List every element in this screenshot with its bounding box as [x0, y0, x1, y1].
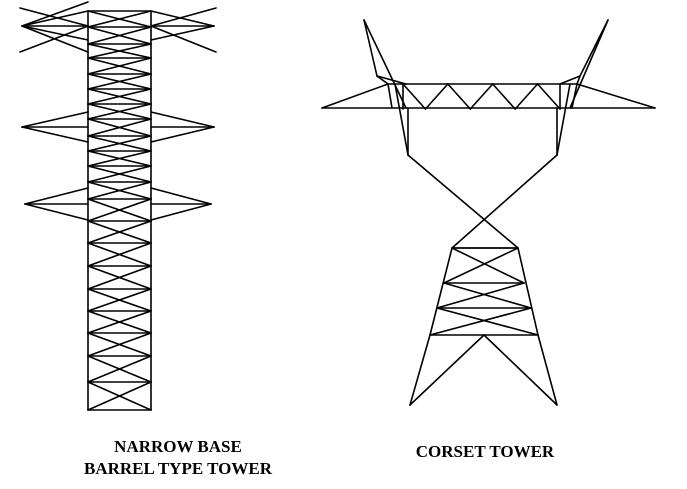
barrel-type-tower-drawing	[19, 1, 217, 411]
corset-tower-arm	[576, 83, 656, 109]
corset-tower-beam-web	[447, 83, 472, 110]
corset-tower-peak	[576, 75, 581, 85]
barrel-tower-top-arm	[150, 25, 217, 53]
barrel-tower-top-arm	[19, 25, 89, 53]
corset-tower-leg	[429, 247, 453, 336]
barrel-tower-brace	[87, 10, 152, 28]
corset-tower-waist	[451, 154, 558, 249]
barrel-tower-brace	[87, 57, 152, 75]
barrel-tower-brace	[87, 220, 152, 244]
corset-tower-waist	[407, 154, 519, 249]
corset-tower-beam-web	[491, 83, 516, 110]
corset-tower-foot	[409, 334, 431, 406]
corset-tower-column	[394, 83, 409, 156]
barrel-tower-top-arm	[150, 7, 217, 27]
corset-tower-peak	[363, 19, 378, 77]
barrel-tower-brace	[87, 288, 152, 312]
corset-tower-brace	[451, 247, 525, 284]
corset-tower-peak	[376, 75, 389, 85]
barrel-tower-brace	[87, 332, 152, 357]
barrel-tower-top-arm	[21, 25, 89, 41]
barrel-tower-brace	[87, 181, 152, 200]
corset-tower-peak	[559, 75, 581, 85]
barrel-tower-brace	[87, 26, 152, 45]
barrel-tower-caption-line-2: BARREL TYPE TOWER	[83, 459, 272, 478]
barrel-tower-brace	[87, 118, 152, 137]
barrel-tower-top-arm	[150, 25, 215, 41]
barrel-tower-brace	[87, 198, 152, 222]
corset-tower-peak	[569, 19, 609, 109]
corset-tower-beam-web	[514, 83, 539, 110]
corset-tower-drawing	[321, 19, 656, 406]
barrel-tower-lower-arm	[24, 203, 89, 221]
barrel-tower-caption: NARROW BASE BARREL TYPE TOWER	[78, 436, 278, 480]
corset-tower-beam-web	[402, 83, 427, 110]
corset-tower-caption-line-1: CORSET TOWER	[415, 442, 555, 461]
barrel-tower-top-arm	[19, 7, 89, 27]
barrel-tower-brace	[87, 381, 152, 411]
barrel-tower-middle-arm	[21, 126, 89, 143]
barrel-tower-brace	[87, 135, 152, 152]
corset-tower-brace	[436, 282, 525, 309]
corset-tower-foot	[483, 334, 558, 406]
barrel-tower-brace	[87, 265, 152, 290]
corset-tower-beam-web	[424, 83, 449, 110]
corset-tower-brace	[443, 282, 532, 309]
corset-tower-foot	[537, 334, 558, 406]
corset-tower-beam-web	[536, 83, 561, 110]
barrel-tower-brace	[87, 310, 152, 334]
barrel-tower-middle-arm	[21, 111, 89, 128]
barrel-tower-brace	[87, 165, 152, 183]
barrel-tower-brace	[87, 150, 152, 167]
corset-tower-brace	[436, 307, 539, 336]
barrel-tower-top-arm	[21, 1, 89, 27]
corset-tower-arm	[321, 83, 389, 109]
barrel-tower-lower-arm	[150, 187, 212, 205]
barrel-tower-top-arm	[150, 10, 215, 27]
corset-tower-foot	[409, 334, 485, 406]
corset-tower-caption: CORSET TOWER	[390, 441, 580, 463]
corset-tower-peak	[571, 83, 578, 109]
barrel-tower-brace	[87, 242, 152, 267]
barrel-tower-brace	[87, 73, 152, 90]
corset-tower-peak	[387, 83, 393, 109]
corset-tower-brace	[429, 307, 532, 336]
corset-tower-leg	[517, 247, 539, 336]
barrel-tower-middle-arm	[150, 126, 215, 143]
corset-tower-column	[556, 83, 571, 156]
corset-tower-beam-web	[469, 83, 494, 110]
barrel-tower-brace	[87, 103, 152, 120]
barrel-tower-brace	[87, 355, 152, 383]
barrel-tower-brace	[87, 88, 152, 105]
barrel-tower-caption-line-1: NARROW BASE	[114, 437, 242, 456]
barrel-tower-middle-arm	[150, 111, 215, 128]
barrel-tower-lower-arm	[24, 187, 89, 205]
barrel-tower-brace	[87, 43, 152, 59]
barrel-tower-top-arm	[21, 10, 89, 27]
corset-tower-brace	[443, 247, 519, 284]
corset-tower-peak	[363, 19, 407, 109]
corset-tower-peak	[376, 75, 407, 85]
barrel-tower-lower-arm	[150, 203, 212, 221]
